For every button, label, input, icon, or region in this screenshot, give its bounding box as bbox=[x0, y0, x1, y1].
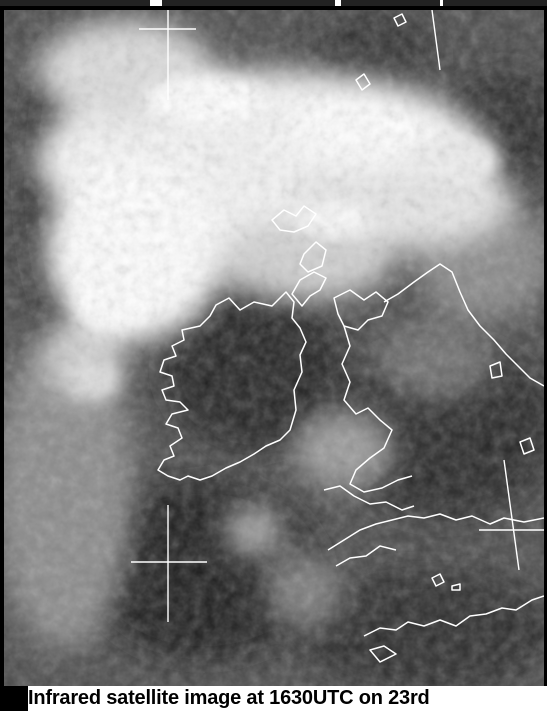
figure-caption: Infrared satellite image at 1630UTC on 2… bbox=[28, 686, 547, 711]
satellite-image bbox=[4, 10, 544, 686]
satellite-image-canvas bbox=[4, 10, 544, 686]
coastlines bbox=[157, 13, 544, 663]
graticule bbox=[131, 10, 544, 622]
image-grain bbox=[4, 10, 544, 686]
top-strip bbox=[0, 0, 547, 6]
